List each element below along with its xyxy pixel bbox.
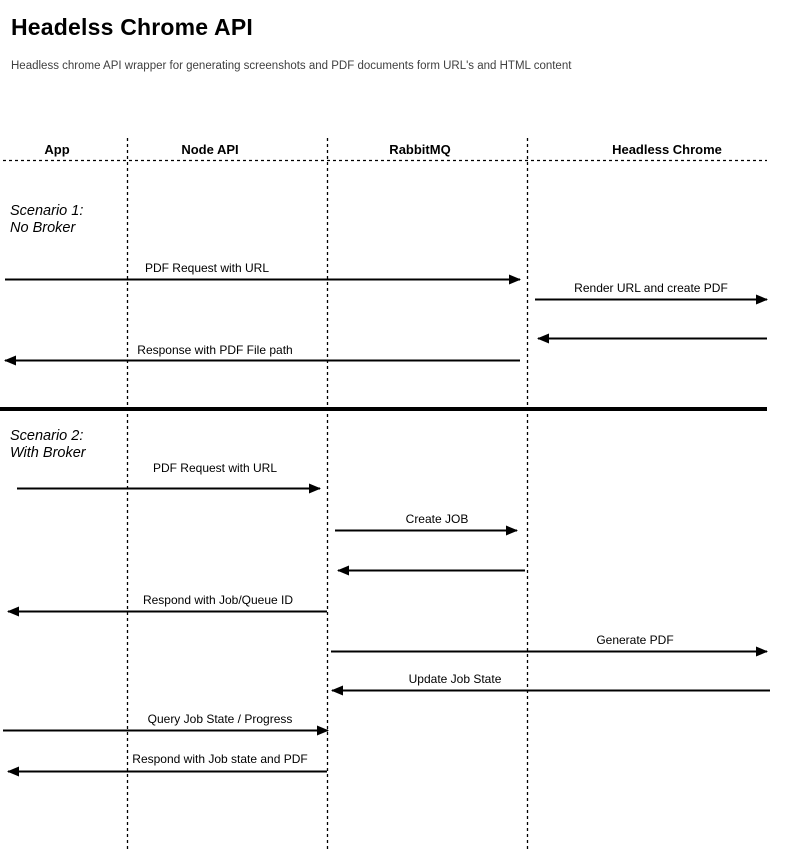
lane-label-rabbitmq: RabbitMQ [389,142,451,157]
scenario-1-caption: Scenario 1: No Broker [10,203,83,237]
page-title: Headelss Chrome API [11,14,253,40]
lane-label-node-api: Node API [181,142,239,157]
lane-label-app: App [44,142,70,157]
message-label-generate-pdf: Generate PDF [596,633,674,647]
scenario-1-line1: Scenario 1: [10,203,84,219]
message-label-create-job: Create JOB [405,512,469,526]
message-label-respond-queue-id: Respond with Job/Queue ID [142,593,294,607]
page-subtitle: Headless chrome API wrapper for generati… [11,60,572,72]
message-label-response-path: Response with PDF File path [137,343,293,357]
message-label-pdf-request-s1: PDF Request with URL [144,261,270,275]
message-label-respond-job-pdf: Respond with Job state and PDF [132,752,308,766]
scenario-2-caption: Scenario 2: With Broker [10,428,86,462]
lane-label-headless-chrome: Headless Chrome [612,142,722,157]
message-label-query-job-state: Query Job State / Progress [147,712,293,726]
message-label-update-job-state: Update Job State [408,672,502,686]
message-label-render-url: Render URL and create PDF [574,281,728,295]
scenario-2-line1: Scenario 2: [10,428,84,444]
scenario-1-line2: No Broker [10,220,76,236]
scenario-2-line2: With Broker [10,445,86,461]
message-label-pdf-request-s2: PDF Request with URL [152,461,278,475]
